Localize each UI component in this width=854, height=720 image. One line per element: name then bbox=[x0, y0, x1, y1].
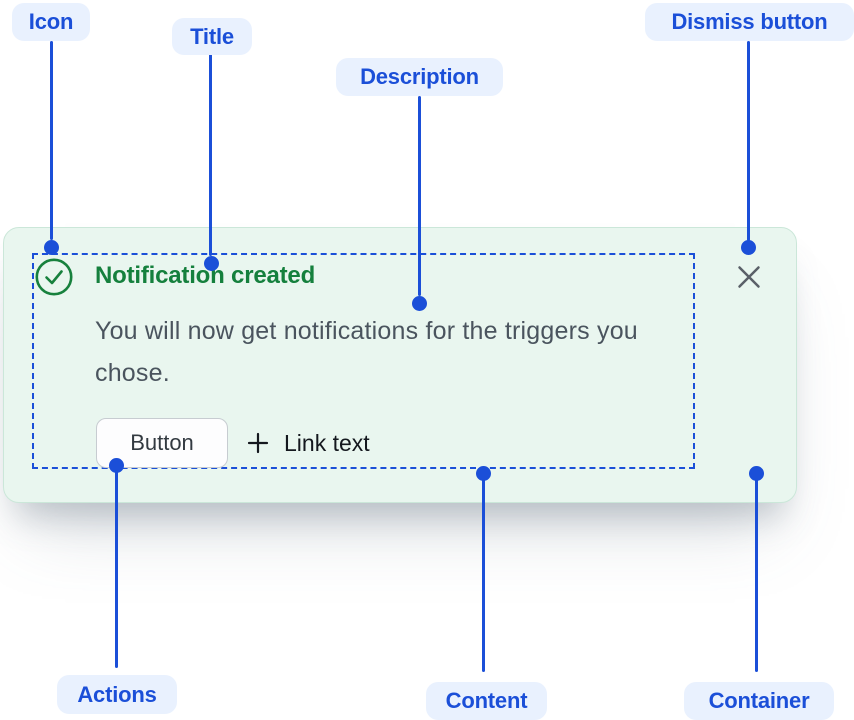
action-link[interactable]: Link text bbox=[246, 424, 370, 462]
plus-icon bbox=[246, 431, 270, 455]
callout-line-content bbox=[482, 473, 485, 672]
success-check-icon bbox=[34, 257, 74, 297]
callout-label-dismiss: Dismiss button bbox=[645, 3, 854, 41]
callout-line-actions bbox=[115, 465, 118, 668]
dismiss-button[interactable] bbox=[731, 259, 767, 295]
callout-line-description bbox=[418, 96, 421, 296]
notification-description: You will now get notifications for the t… bbox=[95, 317, 638, 387]
callout-dot-container bbox=[749, 466, 764, 481]
callout-dot-content bbox=[476, 466, 491, 481]
callout-label-actions: Actions bbox=[57, 675, 177, 714]
action-link-label: Link text bbox=[284, 429, 370, 456]
callout-label-content: Content bbox=[426, 682, 547, 720]
callout-line-container bbox=[755, 473, 758, 672]
callout-dot-icon bbox=[44, 240, 59, 255]
callout-line-icon bbox=[50, 41, 53, 240]
callout-label-container: Container bbox=[684, 682, 834, 720]
callout-label-icon: Icon bbox=[12, 3, 90, 41]
callout-dot-dismiss bbox=[741, 240, 756, 255]
action-button-label: Button bbox=[130, 430, 194, 455]
callout-line-dismiss bbox=[747, 41, 750, 241]
close-icon bbox=[736, 264, 762, 290]
callout-label-title: Title bbox=[172, 18, 252, 55]
callout-dot-title bbox=[204, 256, 219, 271]
callout-dot-description bbox=[412, 296, 427, 311]
action-button[interactable]: Button bbox=[96, 418, 228, 468]
callout-line-title bbox=[209, 54, 212, 256]
callout-dot-actions bbox=[109, 458, 124, 473]
callout-label-description: Description bbox=[336, 58, 503, 96]
content-region bbox=[32, 253, 695, 469]
